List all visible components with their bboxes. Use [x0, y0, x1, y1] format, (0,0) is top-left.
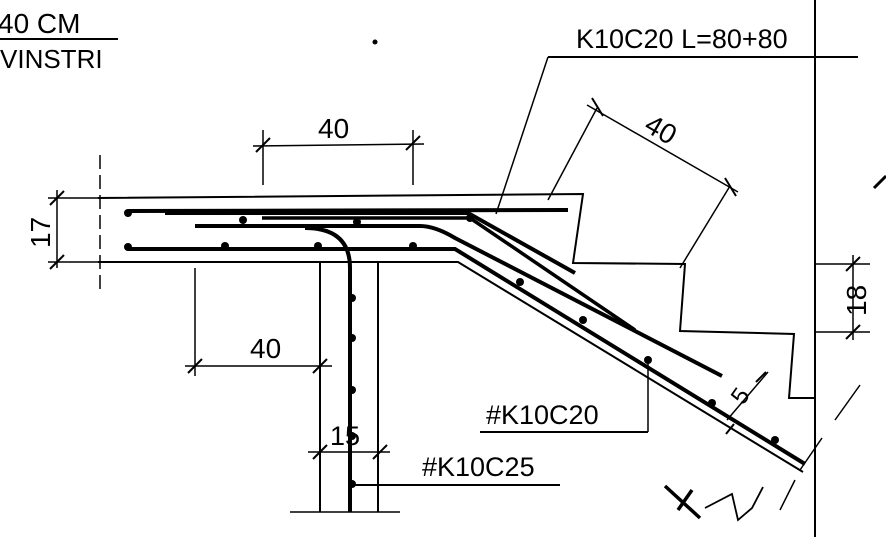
dim-slope-line [586, 104, 739, 193]
top-bar-straight [127, 208, 569, 213]
section-cut-mark [663, 484, 702, 520]
slope-mid-bar [262, 216, 636, 332]
dim-top-ticks [255, 135, 421, 153]
top-bar-1 [165, 211, 576, 275]
dim-5-ticks [725, 371, 767, 435]
slope-top-bar [195, 224, 723, 378]
title-line-2: VINSTRI [0, 44, 103, 74]
edge-tick [872, 174, 886, 190]
dim-left-ticks [187, 358, 328, 374]
slope-bottom-bar [128, 247, 807, 466]
slab-and-stair-bottom-outline [98, 261, 804, 473]
rebar-section-dots [124, 209, 779, 488]
dim-18: 18 [841, 285, 872, 316]
stair-axis-dashed [779, 384, 861, 511]
bar-callout-k10c25: #K10C25 [422, 452, 535, 482]
dim-17-ticks [49, 190, 65, 270]
dim-left-40: 40 [250, 333, 281, 364]
dim-top-40: 40 [318, 113, 349, 144]
dim-15-ticks [312, 444, 388, 460]
dim-slope-ticks [591, 97, 737, 197]
dim-slope-40: 40 [640, 108, 682, 150]
dim-top-line [252, 143, 425, 147]
dim-5-line [726, 371, 769, 421]
bar-callout-k10c20: #K10C20 [486, 400, 599, 430]
title-line-1: 40 CM [0, 8, 80, 39]
section-arrow [704, 486, 764, 522]
dim-5: 5 [726, 383, 756, 409]
main-bar-leader [495, 56, 549, 215]
dim-15: 15 [330, 421, 360, 451]
dim-slope-ext-2 [679, 185, 731, 269]
stray-dot [372, 39, 378, 45]
dim-17: 17 [25, 217, 56, 248]
dim-slope-ext-1 [547, 107, 598, 201]
column-hook-bar [304, 226, 352, 512]
main-bar-label: K10C20 L=80+80 [576, 24, 788, 54]
slab-and-stair-top-outline [97, 192, 815, 399]
dim-18-ticks [845, 256, 861, 340]
